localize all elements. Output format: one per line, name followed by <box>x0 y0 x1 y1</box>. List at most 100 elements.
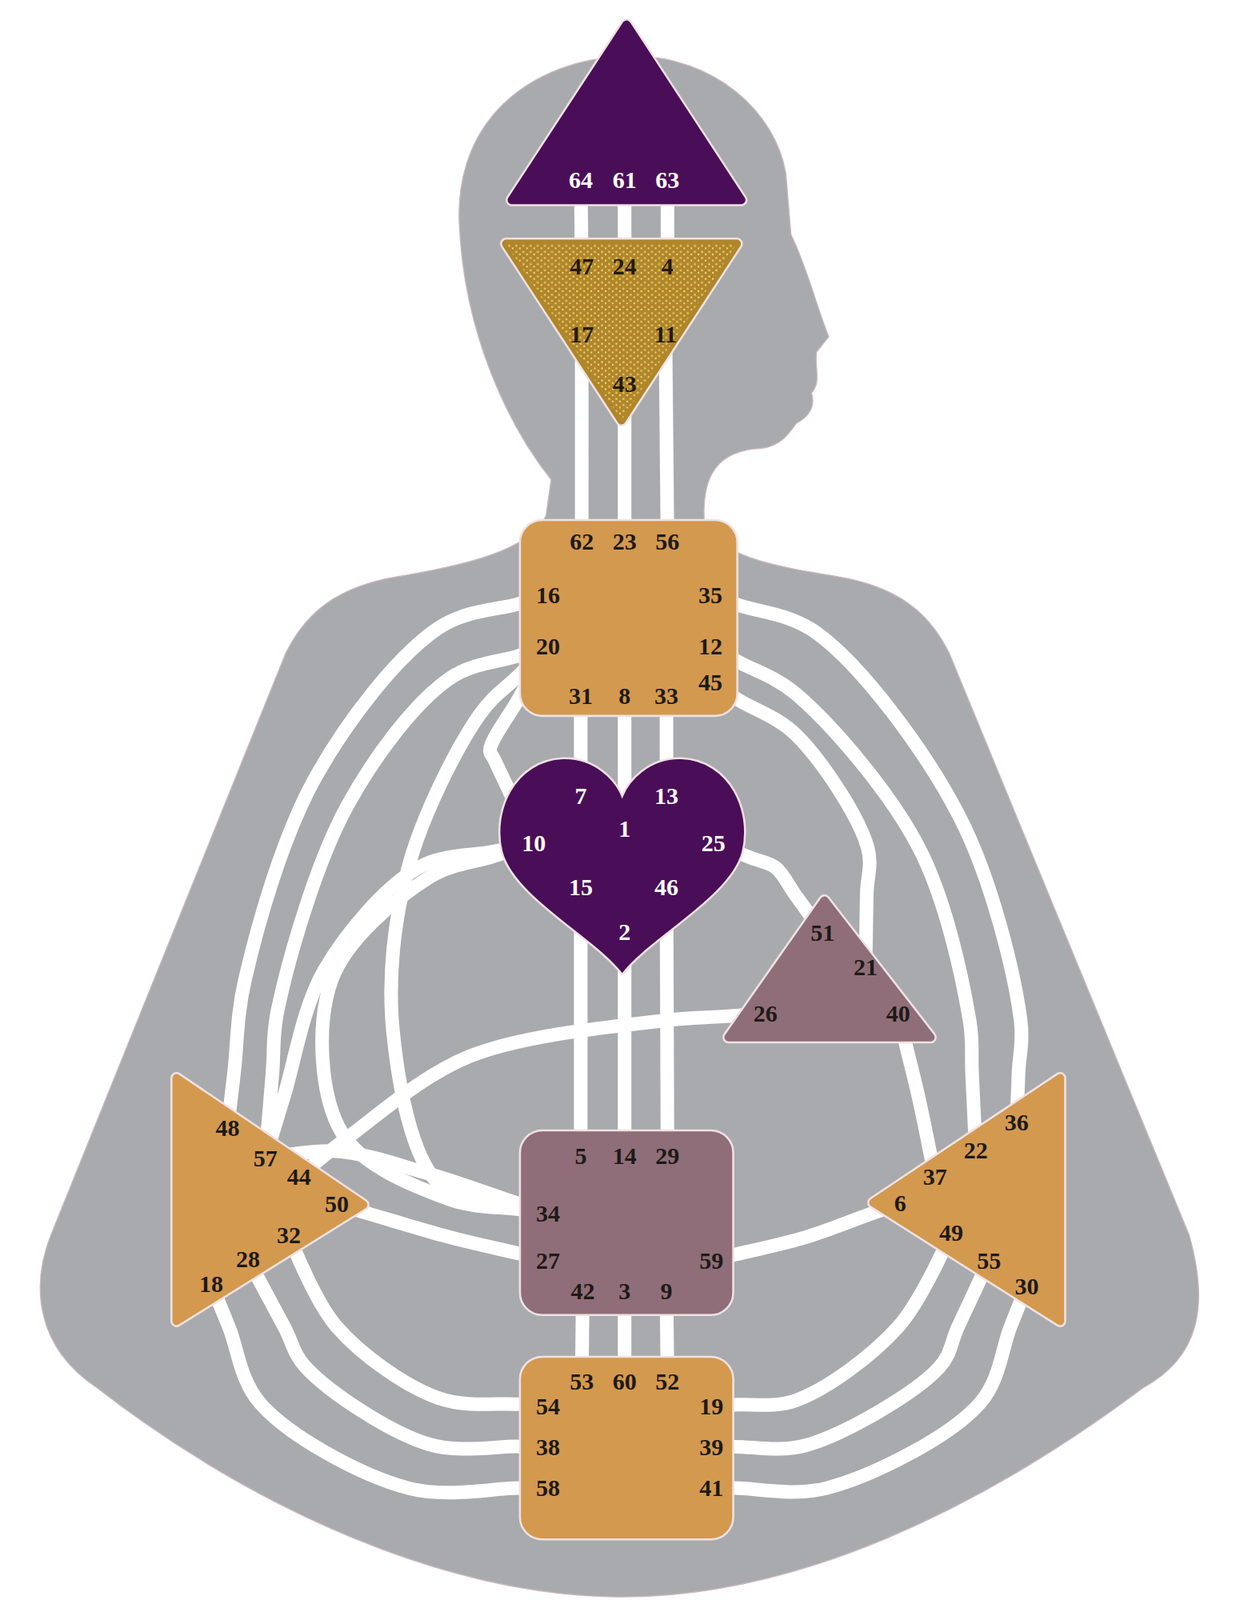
gate-number: 9 <box>660 1279 673 1304</box>
channel-line <box>665 334 668 542</box>
center-fill <box>511 24 741 200</box>
center-fill <box>176 1077 364 1321</box>
gate-number: 14 <box>612 1144 637 1168</box>
gate-number: 25 <box>701 831 726 856</box>
channel-line <box>211 1284 548 1493</box>
energy-center: 64 61 63 <box>505 18 748 207</box>
gate-number: 46 <box>654 875 679 900</box>
center-fill <box>506 244 737 421</box>
center-shape <box>493 755 752 978</box>
channel-line <box>711 1286 1027 1492</box>
gate-number: 4 <box>661 254 674 279</box>
center-fill <box>500 758 746 976</box>
gate-number: 41 <box>699 1476 724 1500</box>
gate-number: 3 <box>618 1279 631 1304</box>
center-fill <box>520 1130 734 1316</box>
gate-number: 5 <box>574 1144 587 1168</box>
gate-number: 27 <box>536 1248 560 1273</box>
center-texture <box>506 244 737 421</box>
channel-line <box>710 646 976 1151</box>
gate-number: 11 <box>654 322 677 347</box>
gate-number: 7 <box>574 784 587 808</box>
gate-number: 20 <box>536 634 560 659</box>
gate-number: 45 <box>698 670 723 695</box>
gate-number: 64 <box>568 168 593 192</box>
gate-number: 21 <box>853 955 878 980</box>
gate-number: 56 <box>655 529 680 554</box>
gate-number: 2 <box>618 920 631 944</box>
gate-number: 59 <box>699 1248 724 1273</box>
gate-number: 36 <box>1004 1110 1029 1135</box>
gate-number: 32 <box>276 1223 301 1248</box>
energy-center: 48574450322818 <box>170 1072 370 1328</box>
gate-number: 31 <box>568 684 593 708</box>
gate-number: 54 <box>536 1394 560 1419</box>
gate-number: 18 <box>199 1272 224 1296</box>
gate-number: 33 <box>654 684 679 708</box>
channel-line <box>265 843 535 1159</box>
gate-number: 53 <box>569 1369 594 1394</box>
gate-number: 40 <box>886 1001 911 1026</box>
energy-center: 51 21 26 40 <box>722 894 937 1044</box>
gate-number: 26 <box>753 1001 778 1026</box>
center-fill <box>520 1356 734 1540</box>
channel-line <box>391 646 548 1214</box>
gate-number: 12 <box>698 634 723 659</box>
gate-number: 15 <box>568 875 593 900</box>
gate-number: 37 <box>923 1164 948 1189</box>
energy-center: 5 14 29 34 27 59 42 3 9 <box>518 1128 735 1317</box>
energy-center: 62 23 56 16 35 20 12 45 31 8 33 <box>518 518 740 718</box>
gate-number: 16 <box>536 583 560 608</box>
gate-number: 61 <box>612 168 637 192</box>
energy-center: 7 13 1 10 25 15 46 2 <box>493 755 752 978</box>
gate-number: 57 <box>253 1146 278 1171</box>
gate-number: 10 <box>521 831 546 856</box>
gate-number: 49 <box>939 1220 964 1245</box>
center-outline <box>728 900 932 1037</box>
center-fill <box>873 1077 1060 1321</box>
gate-number: 6 <box>894 1191 907 1216</box>
gate-number: 47 <box>569 254 594 279</box>
gate-number: 52 <box>655 1369 680 1394</box>
gate-number: 13 <box>654 784 679 808</box>
gate-number: 17 <box>569 322 594 347</box>
gate-number: 44 <box>287 1164 312 1189</box>
center-outline <box>176 1077 364 1321</box>
channel-line <box>248 1259 548 1449</box>
gate-number: 1 <box>618 816 631 841</box>
gate-number: 51 <box>810 920 835 945</box>
gate-number: 63 <box>655 168 680 192</box>
gate-number: 30 <box>1014 1274 1039 1299</box>
gate-number: 42 <box>570 1279 595 1304</box>
gate-number: 43 <box>612 372 637 396</box>
gate-number: 34 <box>536 1201 560 1226</box>
gate-number: 22 <box>964 1138 988 1163</box>
channel-line <box>711 1203 900 1260</box>
gate-number: 35 <box>698 583 723 608</box>
channel-line <box>336 1204 548 1260</box>
channel-line <box>711 1260 989 1450</box>
center-fill <box>520 520 738 716</box>
gate-number: 62 <box>569 529 594 554</box>
center-outline <box>506 244 737 421</box>
energy-center: 36 22 37 6 49 55 30 <box>867 1072 1067 1328</box>
energy-center: 53 60 52 54 19 38 39 58 41 <box>518 1355 735 1541</box>
energy-center: 47 24 4 17 11 43 <box>500 237 744 427</box>
gate-number: 39 <box>699 1435 724 1460</box>
gate-number: 29 <box>655 1144 680 1168</box>
gate-number: 55 <box>976 1248 1001 1273</box>
gate-number: 60 <box>612 1369 637 1394</box>
gate-number: 19 <box>699 1394 724 1419</box>
gate-number: 58 <box>536 1476 560 1500</box>
gate-number: 24 <box>612 254 637 279</box>
gate-number: 38 <box>536 1435 560 1460</box>
gate-number: 48 <box>215 1116 240 1140</box>
gate-number: 8 <box>618 684 631 708</box>
center-outline <box>511 24 741 200</box>
gate-number: 50 <box>324 1192 349 1216</box>
gate-number: 23 <box>612 529 637 554</box>
body-silhouette <box>40 56 1199 1597</box>
center-fill <box>728 900 932 1037</box>
center-outline <box>873 1077 1060 1321</box>
